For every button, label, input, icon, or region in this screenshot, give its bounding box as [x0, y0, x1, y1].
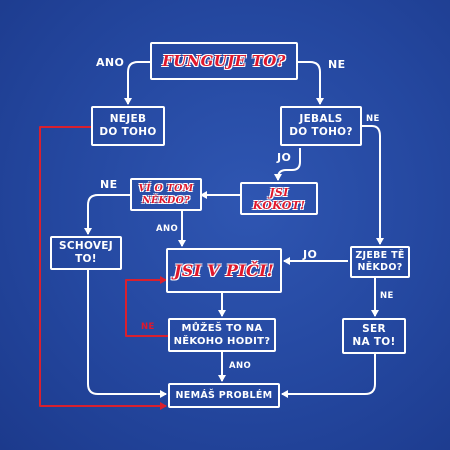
node-vi-o-tom-nekdo: VÍ O TOM NĚKDO? [130, 178, 202, 211]
node-nemas-problem: NEMÁŠ PROBLÉM [168, 383, 280, 408]
label-jo-jebals: JO [277, 151, 292, 164]
edge-ser-nemas [281, 354, 376, 398]
node-jsi-v-pici: JSI V PIČI! [166, 248, 282, 293]
label-ne-vi: NE [100, 178, 118, 191]
edge-schovej-nemas [87, 270, 167, 398]
edge-nejeb-nemas [39, 126, 167, 410]
node-jsi-kokot: JSI KOKOT! [240, 182, 318, 215]
label-ne-zjebe: NE [380, 291, 394, 301]
node-muzes-to-hodit: MŮŽEŠ TO NA NĚKOHO HODIT? [168, 318, 276, 352]
edge-funguje-jebals [298, 61, 324, 105]
node-zjebe-te-nekdo: ZJEBE TĚ NĚKDO? [350, 246, 410, 278]
label-ne-jebals: NE [366, 114, 380, 124]
label-ano-muzes: ANO [229, 361, 252, 371]
node-nejeb-do-toho: NEJEB DO TOHO [91, 106, 165, 146]
edge-jebals-zjebe [362, 125, 384, 245]
label-ano-top: ANO [96, 56, 125, 69]
node-jebals-do-toho: JEBALS DO TOHO? [280, 106, 362, 146]
node-funguje-to: FUNGUJE TO? [150, 42, 298, 80]
edge-funguje-nejeb [124, 61, 150, 105]
edge-jebals-kokot [274, 148, 301, 181]
label-ne-top: NE [328, 58, 346, 71]
label-ne-muzes: NE [141, 322, 155, 332]
edge-muzes-pici-loop [125, 276, 168, 337]
node-schovej-to: SCHOVEJ TO! [50, 236, 122, 270]
label-jo-zjebe: JO [303, 248, 318, 261]
label-ano-vi: ANO [156, 224, 179, 234]
node-ser-na-to: SER NA TO! [342, 318, 406, 354]
edge-vi-schovej [84, 194, 130, 235]
